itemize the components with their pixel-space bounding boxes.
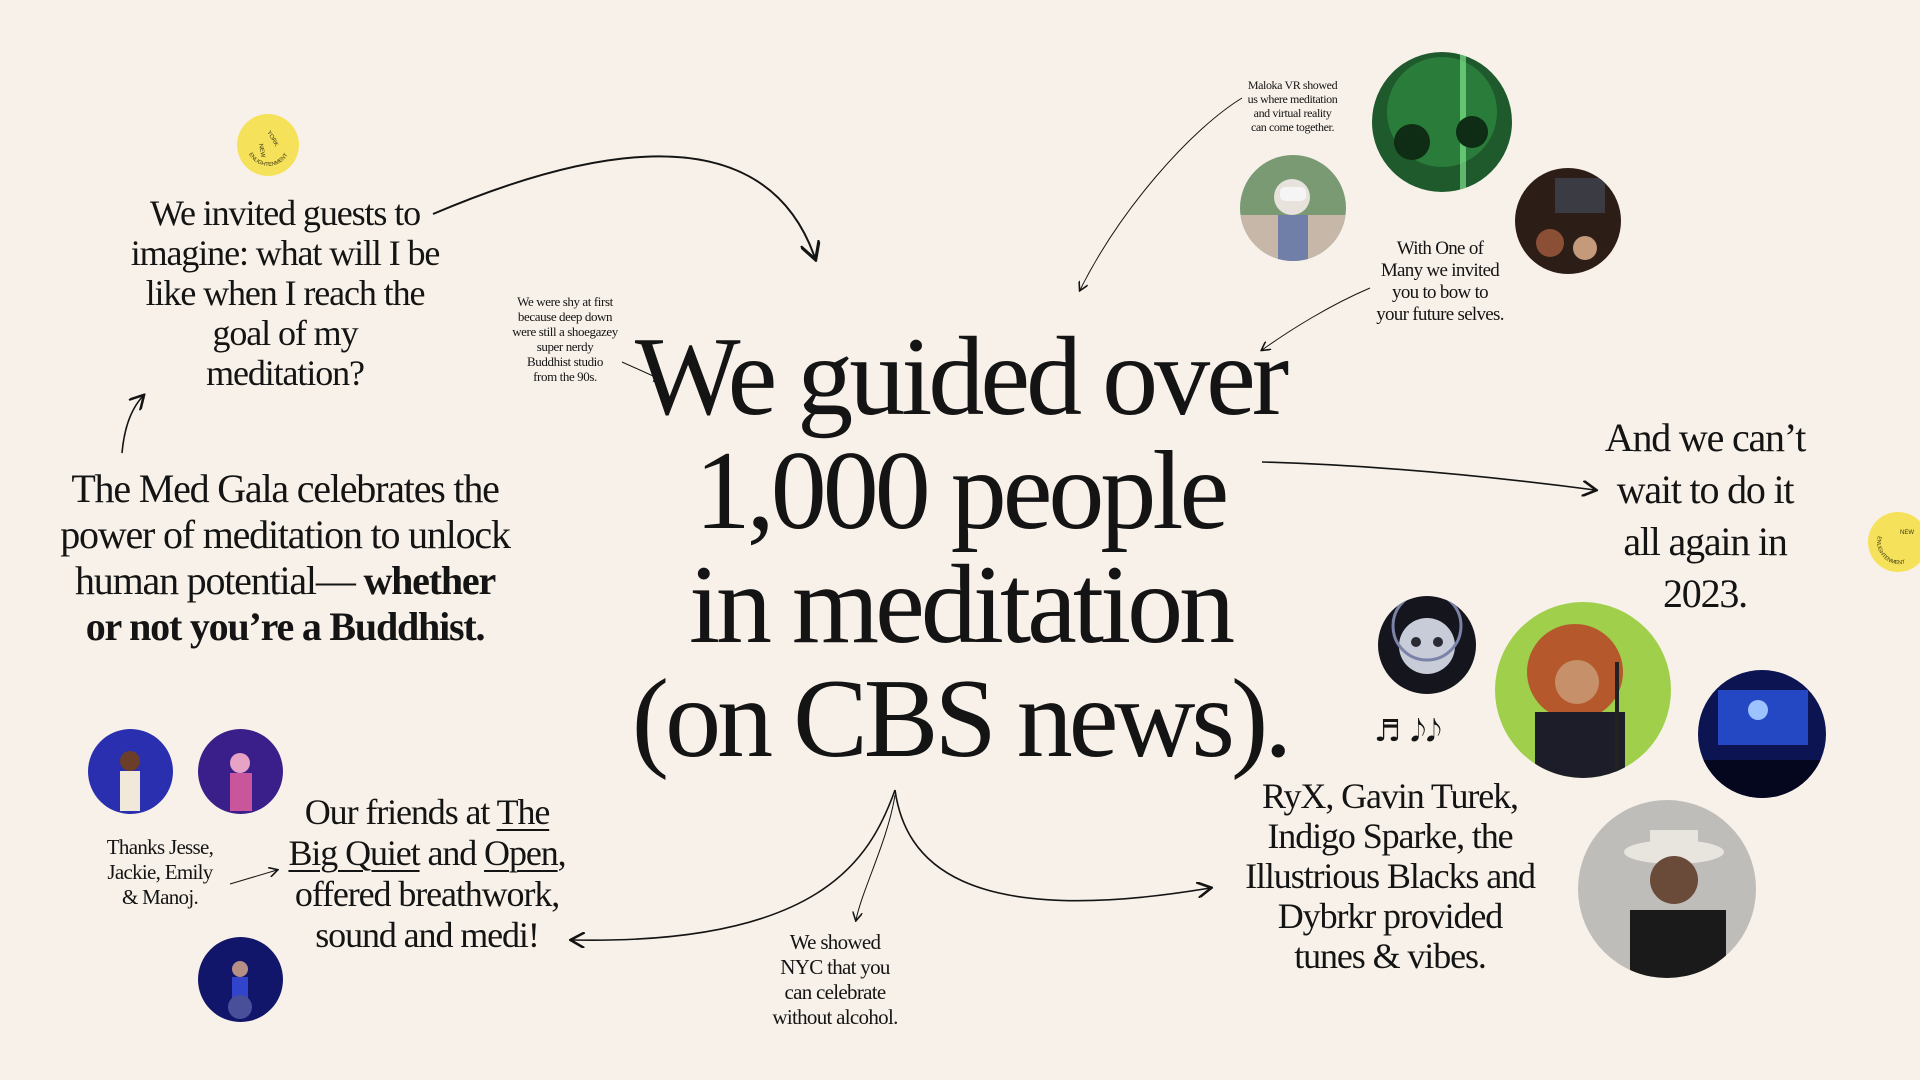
- shy-note-line: super nerdy: [536, 339, 594, 354]
- shy-note-line: because deep down: [517, 309, 613, 324]
- svg-text:NEW: NEW: [1900, 530, 1914, 536]
- friends-text: Our friends at The Big Quiet and Open, o…: [272, 792, 582, 956]
- med-gala-bold: or not you’re a Buddhist.: [85, 604, 486, 649]
- invited-guests-line: imagine: what will I be: [130, 233, 441, 273]
- shy-note-line: were still a shoegazey: [512, 324, 618, 339]
- badge-logo-icon: NEW YORK ENLIGHTENMENT: [238, 115, 298, 175]
- sound-bath-photo: [198, 937, 283, 1022]
- headline-line-2: 1,000 people: [694, 429, 1230, 553]
- one-of-many-line: Many we invited: [1380, 260, 1500, 281]
- alcohol-note: We showed NYC that you can celebrate wit…: [755, 930, 915, 1030]
- headline-line-1: We guided over: [634, 315, 1289, 439]
- med-gala-line: or not you’re a Buddhist.: [40, 604, 530, 650]
- invited-guests-line: We invited guests to: [149, 193, 421, 233]
- friends-text-plain: ,: [557, 833, 567, 873]
- arrow-center-to-friends: [572, 789, 896, 940]
- music-line: RyX, Gavin Turek,: [1262, 776, 1519, 816]
- dybrkr-mask-photo: [1378, 596, 1476, 694]
- big-quiet-link[interactable]: Big Quiet: [288, 833, 420, 873]
- invited-guests-line: like when I reach the: [145, 273, 426, 313]
- concert-stage-photo: [1698, 670, 1826, 798]
- shy-note-line: from the 90s.: [533, 369, 597, 384]
- maloka-note-line: Maloka VR showed: [1247, 78, 1338, 92]
- breathwork-photo-1: [88, 729, 173, 814]
- alcohol-note-line: NYC that you: [780, 955, 890, 979]
- shy-note-line: We were shy at first: [517, 294, 613, 309]
- music-line: tunes & vibes.: [1294, 936, 1487, 976]
- friends-line-4: sound and medi!: [315, 915, 540, 955]
- arrow-headline-to-2023: [1261, 461, 1595, 490]
- one-of-many-line: your future selves.: [1376, 304, 1504, 325]
- arrow-guests-to-headline: [432, 155, 815, 258]
- again-2023-line: all again in: [1623, 519, 1788, 564]
- friends-text-plain: and: [419, 833, 485, 873]
- singer-hat-photo: [1578, 800, 1756, 978]
- arrow-center-to-music: [894, 789, 1210, 902]
- singer-curly-hair-photo: [1495, 602, 1671, 778]
- maloka-note-line: and virtual reality: [1253, 106, 1332, 120]
- one-of-many-text: With One of Many we invited you to bow t…: [1360, 238, 1520, 326]
- maloka-note: Maloka VR showed us where meditation and…: [1235, 78, 1350, 134]
- future-selves-photo: [1515, 168, 1621, 274]
- again-2023-text: And we can’t wait to do it all again in …: [1580, 412, 1830, 620]
- arrow-medgala-to-guests: [121, 396, 143, 454]
- one-of-many-line: you to bow to: [1392, 282, 1489, 303]
- maloka-note-line: can come together.: [1250, 120, 1335, 134]
- breathwork-photo-2: [198, 729, 283, 814]
- again-2023-line: wait to do it: [1616, 467, 1795, 512]
- friends-line-2: Big Quiet and Open,: [272, 833, 582, 874]
- med-gala-line: human potential— whether: [40, 558, 530, 604]
- med-gala-line: power of meditation to unlock: [60, 512, 511, 557]
- one-of-many-line: With One of: [1396, 238, 1484, 259]
- shy-note: We were shy at first because deep down w…: [500, 294, 630, 384]
- invited-guests-text: We invited guests to imagine: what will …: [120, 193, 450, 393]
- new-york-enlightenment-badge: NEW YORK ENLIGHTENMENT: [237, 114, 299, 176]
- open-link[interactable]: Open: [484, 833, 559, 873]
- maloka-note-line: us where meditation: [1247, 92, 1338, 106]
- friends-text-plain: Our friends at: [304, 792, 497, 832]
- badge-logo-icon: ENLIGHTENMENT NEW: [1868, 512, 1920, 572]
- vr-headset-photo: [1240, 155, 1346, 261]
- arrow-maloka-to-headline: [1080, 97, 1243, 290]
- shy-note-line: Buddhist studio: [527, 354, 603, 369]
- arrow-shy-to-headline: [621, 361, 662, 380]
- thanks-line: Thanks Jesse,: [106, 835, 214, 859]
- music-line: Dybrkr provided: [1277, 896, 1504, 936]
- arrow-onemany-to-headline: [1262, 287, 1371, 350]
- med-gala-line: The Med Gala celebrates the: [71, 466, 500, 511]
- arrow-center-to-alcohol: [856, 794, 896, 920]
- music-line: Indigo Sparke, the: [1267, 816, 1513, 856]
- music-notes-icon: ♬ 𝅘𝅥𝅮𝅘𝅥𝅮: [1374, 714, 1442, 749]
- med-gala-plain: human potential—: [75, 558, 364, 603]
- friends-line-1: Our friends at The: [272, 792, 582, 833]
- alcohol-note-line: without alcohol.: [772, 1005, 898, 1029]
- music-lineup-text: RyX, Gavin Turek, Indigo Sparke, the Ill…: [1230, 776, 1550, 976]
- again-2023-line: 2023.: [1662, 571, 1748, 616]
- thanks-line: Jackie, Emily: [107, 860, 213, 884]
- main-headline: We guided over 1,000 people in meditatio…: [620, 320, 1300, 776]
- svg-text:NEW: NEW: [257, 143, 265, 158]
- alcohol-note-line: can celebrate: [784, 980, 886, 1004]
- friends-line-3: offered breathwork,: [294, 874, 560, 914]
- headline-line-3: in meditation: [688, 543, 1235, 667]
- invited-guests-line: meditation?: [206, 353, 365, 393]
- thanks-text: Thanks Jesse, Jackie, Emily & Manoj.: [90, 835, 230, 910]
- again-2023-line: And we can’t: [1604, 415, 1807, 460]
- music-line: Illustrious Blacks and: [1245, 856, 1536, 896]
- big-quiet-link[interactable]: The: [496, 792, 551, 832]
- invited-guests-line: goal of my: [212, 313, 359, 353]
- arrow-thanks-to-friends: [229, 870, 277, 885]
- med-gala-bold: whether: [363, 558, 496, 603]
- vr-group-photo: [1372, 52, 1512, 192]
- new-york-enlightenment-badge-right: ENLIGHTENMENT NEW: [1868, 512, 1920, 572]
- med-gala-text: The Med Gala celebrates the power of med…: [40, 466, 530, 650]
- alcohol-note-line: We showed: [789, 930, 881, 954]
- thanks-line: & Manoj.: [121, 885, 199, 909]
- headline-line-4: (on CBS news).: [631, 657, 1292, 781]
